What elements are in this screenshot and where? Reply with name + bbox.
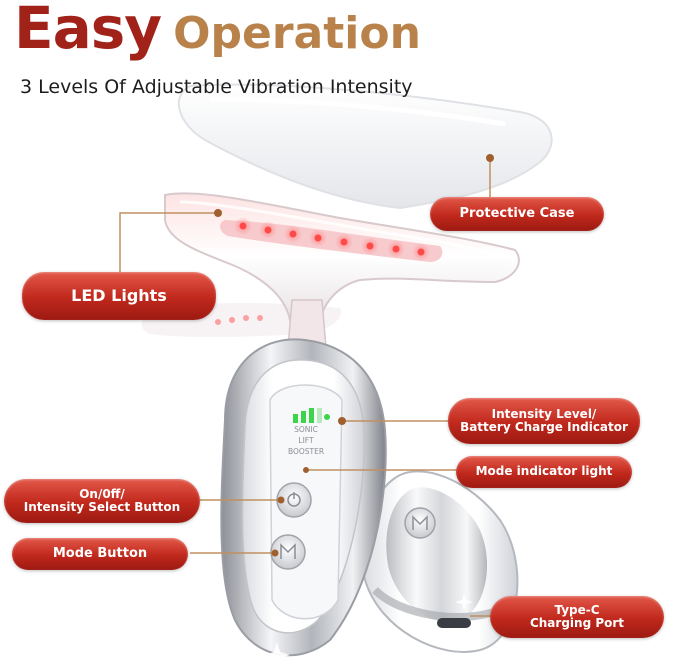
title-word-operation: Operation <box>173 8 421 59</box>
led-lights <box>234 217 430 261</box>
motion-blur-leds <box>215 315 263 325</box>
callout-power-button: On/0ff/ Intensity Select Button <box>4 479 200 523</box>
intensity-battery-indicator <box>293 408 330 423</box>
device-print-line2: LIFT <box>298 436 314 445</box>
callout-intensity-indicator: Intensity Level/ Battery Charge Indicato… <box>448 398 640 444</box>
protective-case <box>177 83 553 210</box>
secondary-device <box>360 470 519 653</box>
callout-protective-case: Protective Case <box>430 197 604 231</box>
device-print-line3: BOOSTER <box>288 447 324 456</box>
callout-led-lights: LED Lights <box>22 272 216 320</box>
device-print-line1: SONIC <box>294 425 318 434</box>
mode-button[interactable] <box>270 534 306 570</box>
leader-dots <box>214 154 494 557</box>
title-word-easy: Easy <box>14 0 162 62</box>
sparkle-highlights <box>264 593 473 667</box>
callout-charging-port: Type-C Charging Port <box>490 596 664 638</box>
callout-mode-indicator: Mode indicator light <box>456 456 632 488</box>
callout-mode-button: Mode Button <box>12 538 188 570</box>
subtitle: 3 Levels Of Adjustable Vibration Intensi… <box>20 76 413 98</box>
